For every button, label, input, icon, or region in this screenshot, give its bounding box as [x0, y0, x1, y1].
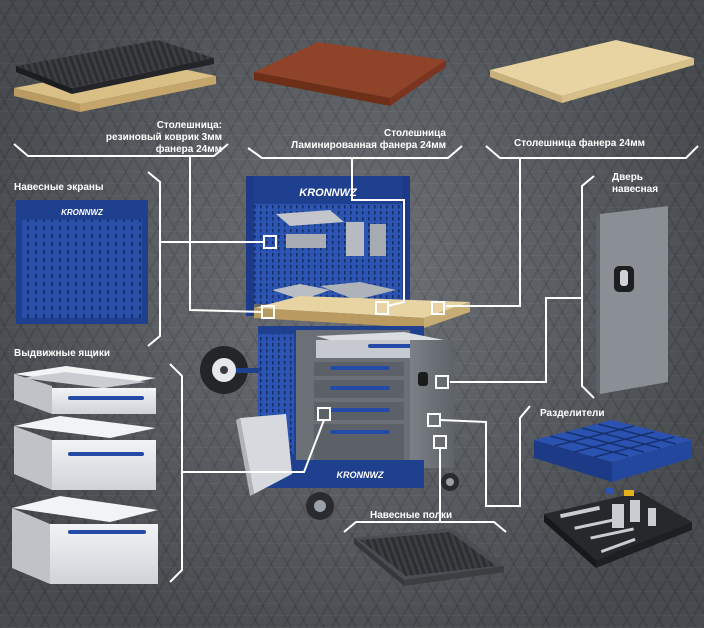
label-door-line1: Дверь: [612, 172, 643, 183]
marker-laminated-countertop: [375, 301, 389, 315]
marker-dividers: [427, 413, 441, 427]
label-rubber-countertop-line1: Столешница:: [156, 120, 222, 131]
label-laminated-countertop-line2: Ламинированная фанера 24мм: [291, 140, 446, 151]
callout-markers: [261, 235, 449, 449]
hanging-shelf-image: [354, 528, 504, 586]
hinged-screen-image: KRONNWZ: [16, 200, 148, 324]
label-dividers: Разделители: [540, 408, 605, 419]
label-drawers: Выдвижные ящики: [14, 348, 110, 359]
door-image: [596, 206, 668, 394]
rubber-countertop-image: [14, 40, 216, 112]
callout-lines: [13, 143, 699, 583]
label-plywood-countertop: Столешница фанера 24мм: [514, 138, 646, 149]
marker-drawers: [317, 407, 331, 421]
label-laminated-countertop-line1: Столешница: [384, 128, 446, 139]
label-rubber-countertop-line2: резиновый коврик 3мм: [105, 132, 222, 143]
screen-logo: KRONNWZ: [61, 208, 104, 217]
label-hanging-shelves: Навесные полки: [370, 510, 453, 521]
laminated-countertop-image: [254, 42, 446, 106]
workbench-image: KRONNWZ KRONNWZ: [200, 176, 470, 520]
plywood-countertop-image: [490, 40, 694, 103]
base-logo: KRONNWZ: [337, 470, 384, 480]
label-door: Дверь навесная: [612, 172, 658, 196]
workbench-logo: KRONNWZ: [299, 187, 358, 199]
marker-door: [435, 375, 449, 389]
label-door-line2: навесная: [612, 184, 659, 195]
marker-plywood-countertop: [431, 301, 445, 315]
marker-pegboard-screen: [263, 235, 277, 249]
marker-rubber-countertop: [261, 305, 275, 319]
label-laminated-countertop: Столешница Ламинированная фанера 24мм: [256, 128, 446, 152]
label-hinged-screens: Навесные экраны: [14, 182, 104, 193]
marker-hanging-shelves: [433, 435, 447, 449]
label-rubber-countertop-line3: фанера 24мм: [155, 144, 222, 155]
tool-tray-image: [544, 488, 692, 568]
drawer-image-3: [12, 496, 158, 584]
drawer-image-2: [14, 416, 156, 490]
drawer-image-1: [14, 366, 156, 414]
dividers-image: [534, 420, 692, 482]
label-rubber-countertop: Столешница: резиновый коврик 3мм фанера …: [72, 120, 222, 156]
